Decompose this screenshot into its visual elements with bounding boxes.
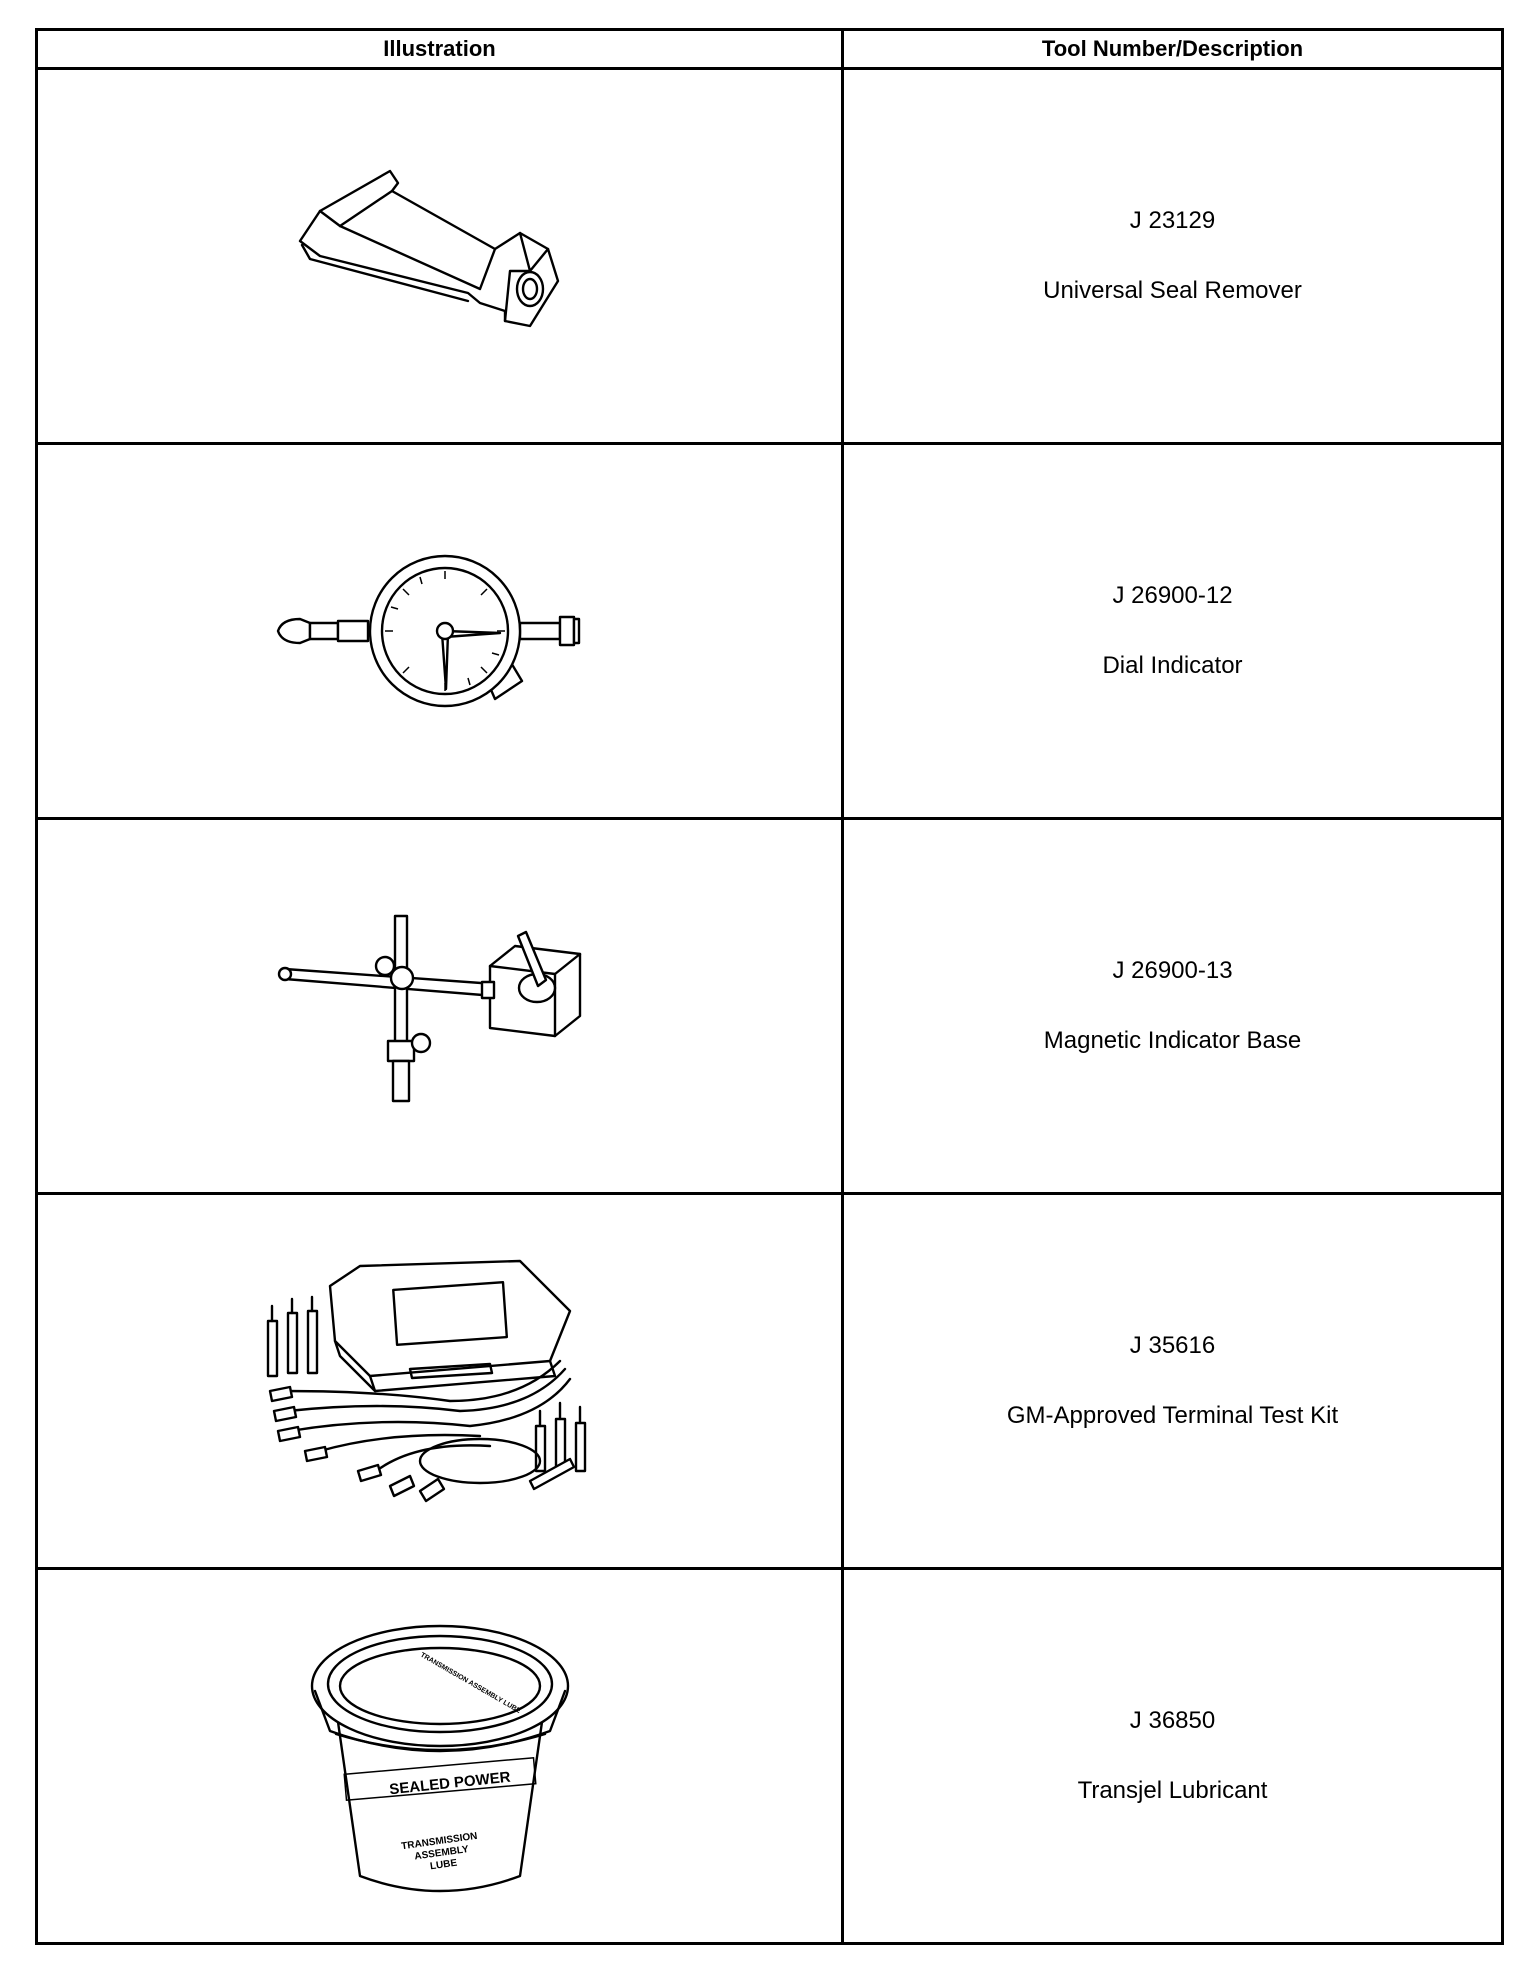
tool-name: Dial Indicator	[1102, 652, 1243, 679]
header-illustration: Illustration	[35, 28, 844, 70]
tool-number: J 26900-12	[1112, 582, 1233, 609]
dial-indicator-icon	[276, 554, 580, 708]
seal-remover-icon	[298, 169, 559, 328]
table-row: J 35616 GM-Approved Terminal Test Kit	[35, 1192, 1504, 1570]
illustration-cell	[35, 67, 844, 445]
tool-description-cell: J 35616 GM-Approved Terminal Test Kit	[841, 1192, 1504, 1570]
tool-number: J 23129	[1129, 207, 1216, 234]
terminal-test-kit-icon	[266, 1259, 586, 1503]
tool-name: GM-Approved Terminal Test Kit	[1006, 1402, 1339, 1429]
illustration-cell: TRANSMISSION ASSEMBLY LUBE SEALED POWER …	[35, 1567, 844, 1945]
table-header-row: Illustration Tool Number/Description	[35, 28, 1504, 70]
header-tool-description: Tool Number/Description	[841, 28, 1504, 70]
magnetic-base-icon	[277, 914, 581, 1103]
tool-name: Universal Seal Remover	[1043, 277, 1302, 304]
tool-number: J 26900-13	[1112, 957, 1233, 984]
tool-name: Magnetic Indicator Base	[1043, 1027, 1302, 1054]
tool-description-cell: J 36850 Transjel Lubricant	[841, 1567, 1504, 1945]
illustration-cell	[35, 442, 844, 820]
table-row: TRANSMISSION ASSEMBLY LUBE SEALED POWER …	[35, 1567, 1504, 1945]
table-row: J 26900-13 Magnetic Indicator Base	[35, 817, 1504, 1195]
table-row: J 26900-12 Dial Indicator	[35, 442, 1504, 820]
tool-description-cell: J 23129 Universal Seal Remover	[841, 67, 1504, 445]
tool-description-cell: J 26900-12 Dial Indicator	[841, 442, 1504, 820]
tool-description-cell: J 26900-13 Magnetic Indicator Base	[841, 817, 1504, 1195]
lubricant-tub-icon: TRANSMISSION ASSEMBLY LUBE SEALED POWER …	[310, 1624, 569, 1893]
tool-number: J 35616	[1129, 1332, 1216, 1359]
illustration-cell	[35, 1192, 844, 1570]
illustration-cell	[35, 817, 844, 1195]
tub-side-label-3: LUBE	[429, 1858, 458, 1873]
special-tools-table: Illustration Tool Number/Description J	[35, 28, 1504, 1945]
tool-name: Transjel Lubricant	[1077, 1777, 1268, 1804]
table-row: J 23129 Universal Seal Remover	[35, 67, 1504, 445]
tool-number: J 36850	[1129, 1707, 1216, 1734]
